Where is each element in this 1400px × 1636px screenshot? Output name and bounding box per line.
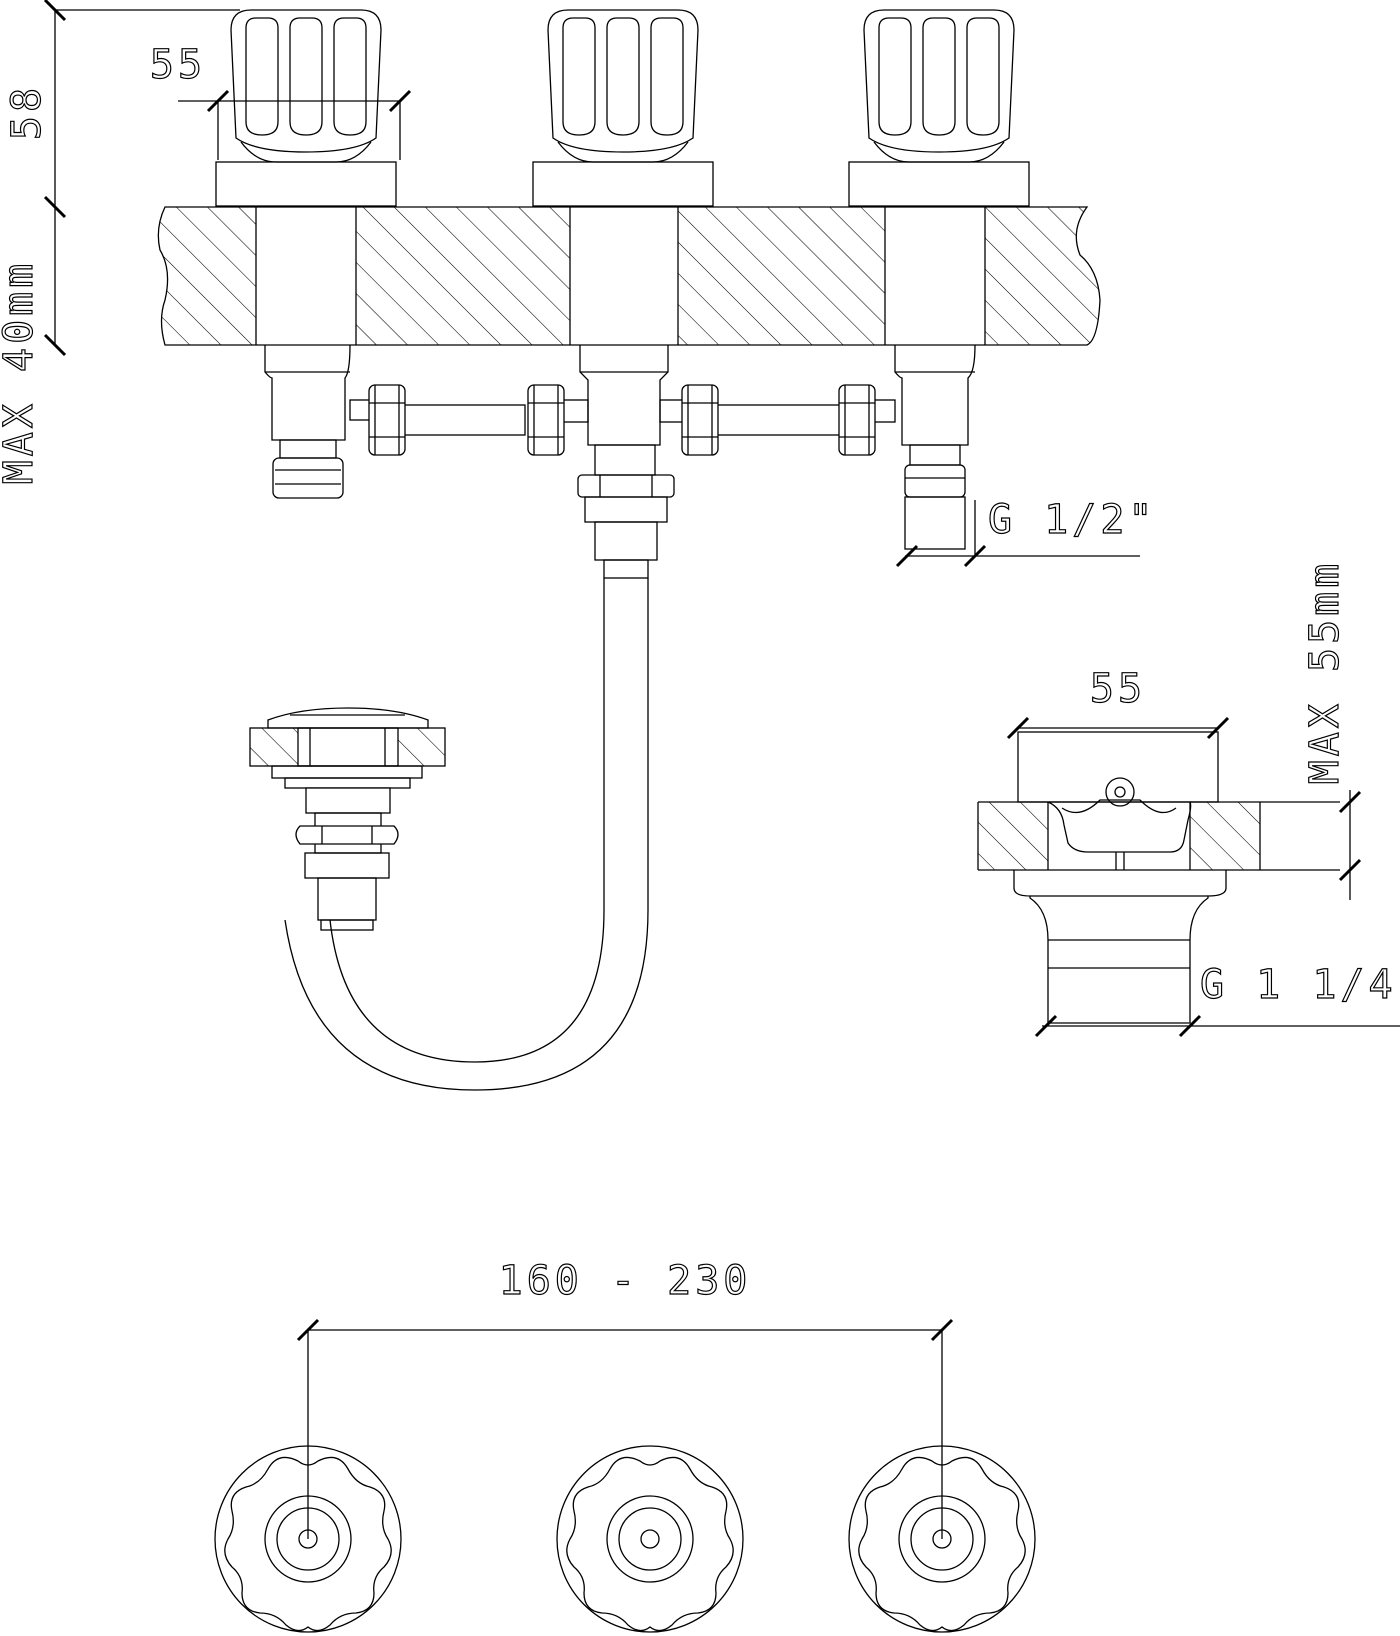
center-handle-top — [556, 1445, 744, 1633]
dim-handle-width-label: 55 — [150, 42, 206, 88]
top-view: 160 - 230 — [214, 1257, 1036, 1633]
dim-handle-height-label: 58 — [4, 84, 50, 140]
dim-drain-width-label: 55 — [1090, 666, 1146, 712]
dim-drain-thread-label: G 1 1/4" — [1200, 962, 1400, 1008]
mixer-hose — [284, 444, 675, 1091]
side-view: 58 MAX 40mm 55 G 1/2" — [0, 0, 1157, 1091]
right-handle — [848, 9, 1030, 207]
dim-drain-max-label: MAX 55mm — [1302, 560, 1348, 785]
cross-pipes — [349, 384, 896, 456]
dimension-drain-max: MAX 55mm — [1301, 559, 1362, 900]
dimension-center-spacing: 160 - 230 — [296, 1257, 954, 1539]
dim-max-deck-label: MAX 40mm — [0, 260, 42, 485]
dimension-drain-thread: G 1 1/4" — [1034, 961, 1400, 1038]
center-handle — [532, 9, 714, 207]
dimension-drain-width: 55 — [1006, 665, 1230, 740]
dim-supply-thread-label: G 1/2" — [988, 497, 1157, 543]
left-handle — [215, 9, 397, 207]
popup-drain-assembly — [249, 707, 446, 931]
dimension-supply-thread: G 1/2" — [895, 496, 1157, 568]
dim-center-spacing-label: 160 - 230 — [499, 1258, 752, 1304]
drain-detail: 55 MAX 55mm G 1 1/4" — [977, 559, 1400, 1038]
deck-section — [157, 206, 1101, 346]
dimension-handle-width: 55 — [149, 41, 412, 160]
dimension-handle-height: 58 MAX 40mm — [0, 0, 240, 485]
